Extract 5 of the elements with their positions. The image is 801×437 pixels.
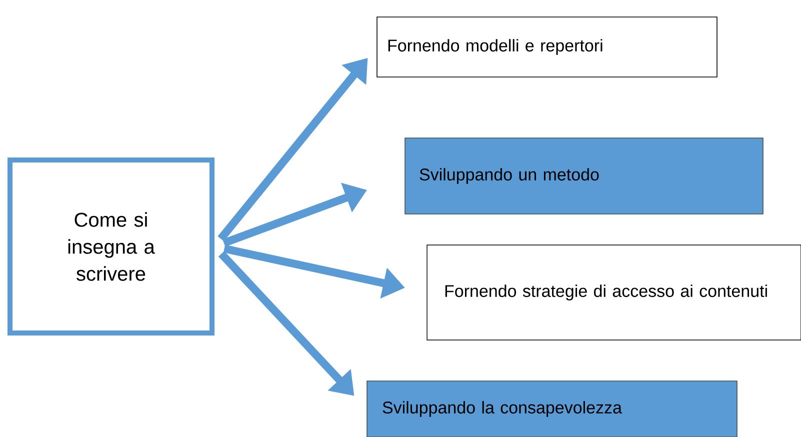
- topic-box: Come si insegna a scrivere: [8, 158, 214, 336]
- text-box: Sviluppando un metodo: [404, 138, 764, 214]
- text-box: Fornendo strategie di accesso ai contenuti: [426, 244, 801, 340]
- text-box: Sviluppando la consapevolezza: [366, 380, 738, 437]
- text-box: Fornendo modelli e repertori: [376, 16, 718, 78]
